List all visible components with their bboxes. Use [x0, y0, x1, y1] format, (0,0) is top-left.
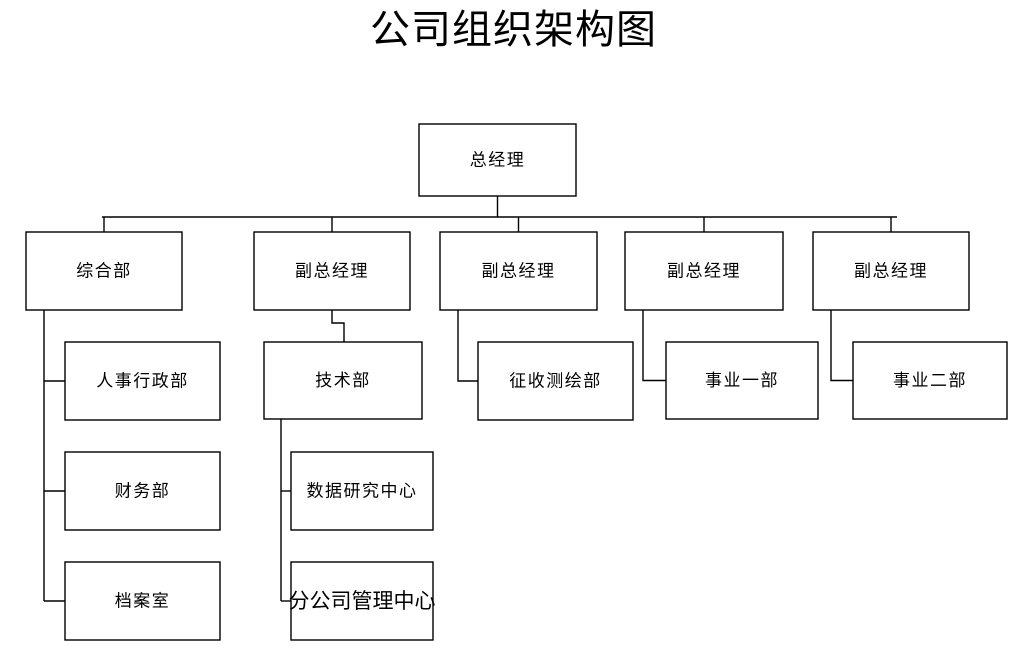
connector-dgm3-biz1 [642, 310, 666, 382]
org-node-box-tech [263, 341, 423, 420]
org-node-box-dept-ga [25, 231, 183, 311]
org-node-box-biz1 [665, 341, 819, 420]
org-node-label-branch: 分公司管理中心 [289, 589, 436, 613]
org-node-dgm4[interactable]: 副总经理 [812, 231, 970, 311]
org-node-biz1[interactable]: 事业一部 [665, 341, 819, 420]
org-node-box-biz2 [852, 341, 1008, 420]
org-node-biz2[interactable]: 事业二部 [852, 341, 1008, 420]
org-node-dgm2[interactable]: 副总经理 [439, 231, 598, 311]
org-node-box-hr [64, 341, 221, 421]
org-node-label-dept-ga: 综合部 [76, 262, 132, 282]
org-node-box-dgm2 [439, 231, 598, 311]
org-node-label-survey: 征收测绘部 [509, 372, 602, 392]
org-node-box-archive [64, 561, 221, 641]
org-node-label-hr: 人事行政部 [96, 372, 189, 392]
connector-dgm1-tech [331, 310, 345, 342]
org-node-label-dgm1: 副总经理 [295, 262, 369, 282]
org-node-gm[interactable]: 总经理 [418, 123, 577, 197]
org-node-box-branch [290, 561, 434, 641]
org-node-box-gm [418, 123, 577, 197]
org-node-dept-ga[interactable]: 综合部 [25, 231, 183, 311]
org-node-label-dgm2: 副总经理 [482, 262, 556, 282]
org-node-label-dgm3: 副总经理 [667, 262, 741, 282]
org-node-tech[interactable]: 技术部 [263, 341, 423, 420]
org-node-archive[interactable]: 档案室 [64, 561, 221, 641]
org-node-label-archive: 档案室 [115, 592, 171, 612]
connector-layer [43, 196, 897, 602]
org-node-box-survey [477, 341, 634, 421]
org-node-branch[interactable]: 分公司管理中心 [289, 561, 436, 641]
org-node-survey[interactable]: 征收测绘部 [477, 341, 634, 421]
org-node-label-tech: 技术部 [315, 371, 371, 391]
org-node-label-biz1: 事业一部 [705, 371, 779, 391]
org-node-label-finance: 财务部 [115, 482, 171, 502]
org-node-hr[interactable]: 人事行政部 [64, 341, 221, 421]
org-node-label-dgm4: 副总经理 [854, 262, 928, 282]
org-node-box-data [290, 451, 434, 531]
org-node-label-biz2: 事业二部 [893, 371, 967, 391]
org-node-label-gm: 总经理 [470, 151, 526, 171]
org-node-dgm3[interactable]: 副总经理 [624, 231, 784, 311]
org-node-label-data: 数据研究中心 [307, 482, 418, 502]
org-node-dgm1[interactable]: 副总经理 [253, 231, 411, 311]
org-node-data[interactable]: 数据研究中心 [290, 451, 434, 531]
org-node-box-dgm1 [253, 231, 411, 311]
connector-dgm2-survey [457, 310, 478, 382]
connector-dgm4-biz2 [830, 310, 853, 382]
org-node-box-finance [64, 451, 221, 531]
page-title: 公司组织架构图 [370, 7, 657, 53]
org-node-box-dgm3 [624, 231, 784, 311]
org-node-finance[interactable]: 财务部 [64, 451, 221, 531]
org-node-box-dgm4 [812, 231, 970, 311]
